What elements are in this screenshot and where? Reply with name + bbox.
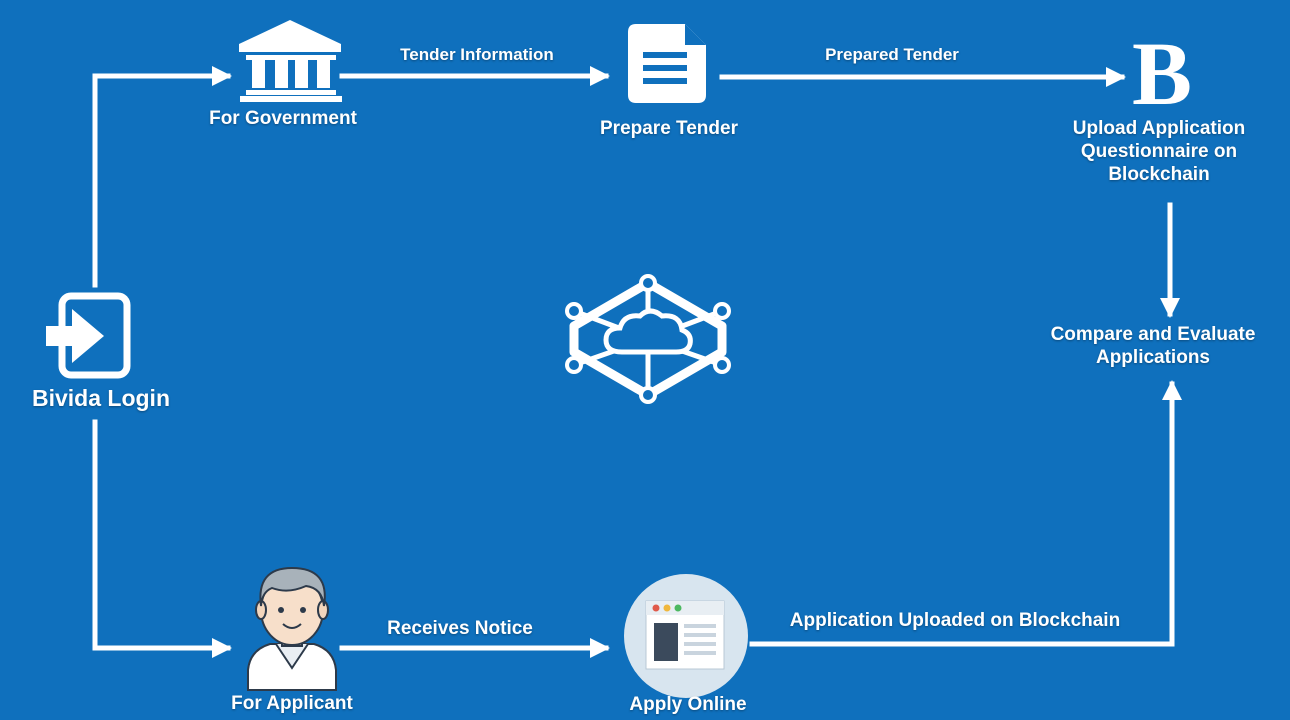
browser-window-icon [624,574,748,698]
node-label-compare-evaluate: Compare and Evaluate Applications [1033,323,1273,369]
node-label-for-applicant: For Applicant [231,693,353,714]
node-label-upload-application: Upload Application Questionnaire on Bloc… [1039,117,1279,187]
node-label-bivida-login: Bivida Login [32,385,170,411]
user-avatar-icon [247,566,337,691]
arrow-login-to-government [92,66,232,288]
edge-label-prepared-tender: Prepared Tender [825,45,959,64]
edge-label-receives-notice: Receives Notice [387,618,533,639]
compare-label-line-2: Applications [1095,347,1210,369]
upload-label-line-3: Blockchain [1108,164,1210,186]
edge-label-application-uploaded: Application Uploaded on Blockchain [789,610,1121,631]
node-label-apply-online: Apply Online [629,694,747,715]
node-label-for-government: For Government [209,108,357,129]
upload-label-line-2: Questionnaire on [1080,141,1238,163]
edge-label-tender-information: Tender Information [400,45,554,64]
arrow-apply-to-compare [749,380,1182,647]
login-icon [46,292,131,379]
bank-icon [239,20,342,102]
arrow-login-to-applicant [92,419,232,658]
upload-label-line-1: Upload Application [1072,118,1246,139]
compare-label-line-1: Compare and Evaluate [1050,324,1256,345]
document-icon [628,24,706,103]
bivida-b-logo-icon: B [1132,25,1192,124]
blockchain-network-icon [565,274,731,404]
node-label-prepare-tender: Prepare Tender [600,118,738,139]
